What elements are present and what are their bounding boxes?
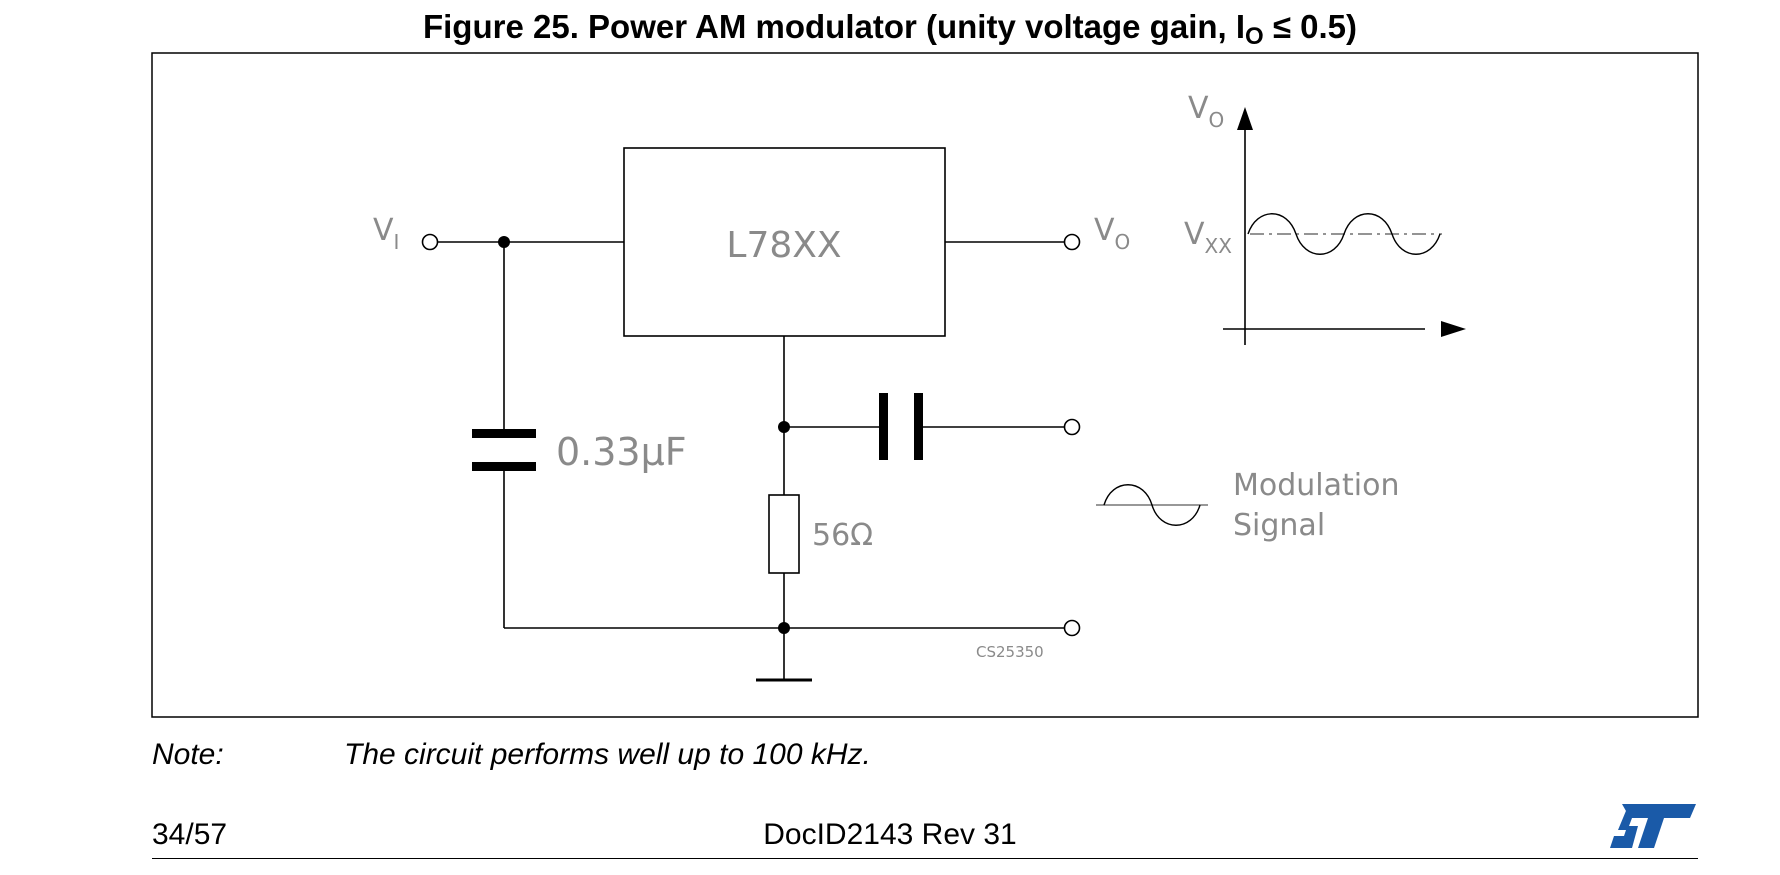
modulation-label-line2: Signal [1233, 508, 1325, 543]
capacitor-value-label: 0.33µF [556, 430, 687, 474]
resistor-value-label: 56Ω [812, 518, 873, 553]
st-logo-icon [1610, 804, 1696, 848]
page-number: 34/57 [152, 818, 228, 851]
figure-note: Note: The circuit performs well up to 100… [152, 738, 871, 772]
graph-y-label: VO [1188, 91, 1224, 132]
input-capacitor-plate-top [472, 429, 536, 438]
graph-y-arrow [1237, 107, 1253, 130]
modulation-terminal [1063, 418, 1081, 436]
note-label: Note: [152, 738, 224, 771]
resistor-56-ohm [768, 494, 800, 574]
input-terminal [421, 233, 439, 251]
modulation-signal-symbol [1096, 484, 1208, 526]
footer-rule [152, 858, 1698, 859]
document-id: DocID2143 Rev 31 [763, 818, 1017, 851]
ground-junction-dot [778, 622, 790, 634]
figure-title-subscript: O [1245, 23, 1264, 50]
note-text: The circuit performs well up to 100 kHz. [344, 738, 871, 771]
input-junction-dot [498, 236, 510, 248]
figure-frame [151, 52, 1699, 718]
graph-x-arrow [1441, 321, 1466, 337]
coupling-capacitor-plate-left [879, 393, 888, 460]
input-voltage-label: VI [373, 213, 399, 254]
modulation-label-line1: Modulation [1233, 468, 1399, 503]
ground-terminal [1063, 619, 1081, 637]
output-terminal [1063, 233, 1081, 251]
graph-modulated-output-wave [1247, 213, 1441, 255]
graph-level-label: VXX [1184, 217, 1232, 258]
input-capacitor-plate-bottom [472, 462, 536, 471]
ic-label: L78XX [726, 225, 841, 266]
drawing-code-label: CS25350 [976, 643, 1044, 661]
coupling-junction-dot [778, 421, 790, 433]
am-modulator-schematic: VI VO L78XX 0.33µF 56Ω CS25350 Modulatio… [151, 52, 1699, 718]
figure-title: Figure 25. Power AM modulator (unity vol… [0, 8, 1780, 51]
coupling-capacitor-plate-right [914, 393, 923, 460]
figure-title-end: ≤ 0.5) [1263, 8, 1358, 45]
output-waveform-graph: VO VXX [1184, 91, 1466, 345]
figure-title-main: Figure 25. Power AM modulator (unity vol… [422, 8, 1246, 45]
output-voltage-label: VO [1094, 213, 1130, 254]
